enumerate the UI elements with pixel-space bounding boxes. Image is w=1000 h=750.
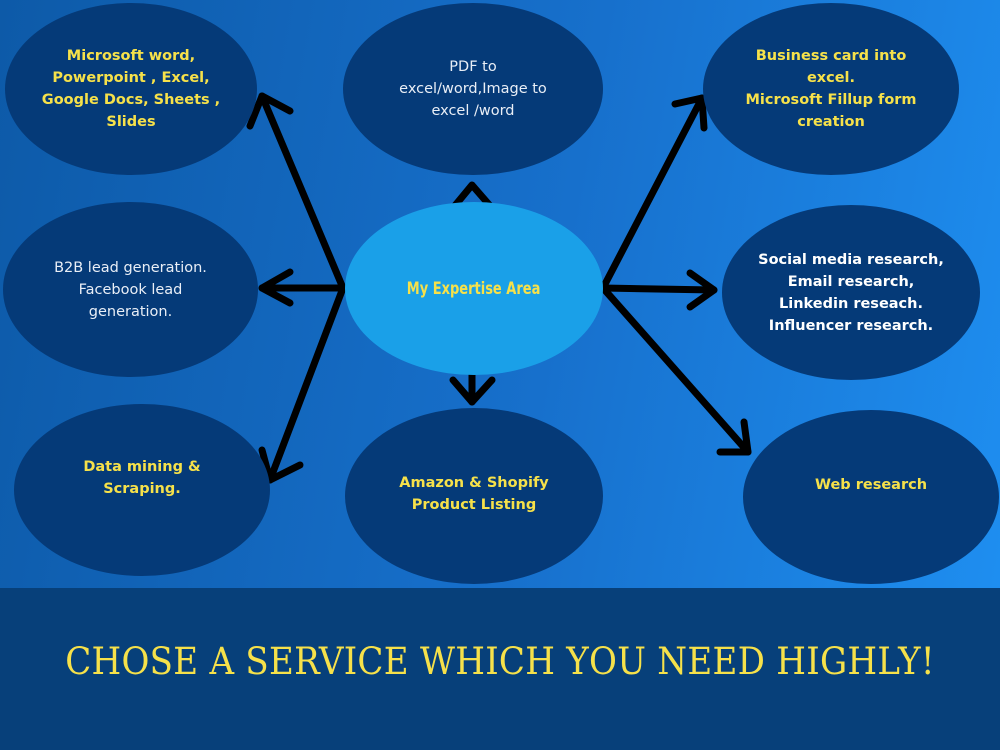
- node-office: Microsoft word, Powerpoint , Excel, Goog…: [5, 3, 257, 175]
- footer-banner: [0, 588, 1000, 750]
- node-b2b-label: B2B lead generation. Facebook lead gener…: [54, 259, 207, 320]
- node-amazon: Amazon & Shopify Product Listing: [345, 408, 603, 584]
- node-b2b: B2B lead generation. Facebook lead gener…: [3, 202, 258, 377]
- center-node-label: My Expertise Area: [407, 278, 541, 299]
- arrow-to-office: [246, 92, 347, 292]
- center-node: My Expertise Area: [345, 202, 603, 375]
- node-amazon-label: Amazon & Shopify Product Listing: [399, 475, 549, 513]
- tagline: CHOSE A SERVICE WHICH YOU NEED HIGHLY!: [65, 640, 935, 683]
- node-data-mining-label: Data mining & Scraping.: [83, 459, 201, 497]
- arrow-to-b2b: [258, 268, 347, 307]
- node-social-label: Social media research, Email research, L…: [758, 251, 944, 334]
- arrow-to-data-mining: [258, 284, 347, 484]
- arrow-to-social: [599, 269, 718, 311]
- node-web: Web research: [743, 410, 999, 584]
- node-business-card: Business card into excel. Microsoft Fill…: [703, 3, 959, 175]
- node-data-mining: Data mining & Scraping.: [14, 404, 270, 576]
- node-business-card-label: Business card into excel. Microsoft Fill…: [745, 48, 917, 130]
- node-pdf-label: PDF to excel/word,Image to excel /word: [399, 59, 547, 119]
- node-office-label: Microsoft word, Powerpoint , Excel, Goog…: [41, 48, 221, 130]
- node-social: Social media research, Email research, L…: [722, 205, 980, 380]
- arrow-to-amazon: [449, 371, 496, 406]
- node-web-label: Web research: [814, 477, 928, 493]
- diagram-canvas: Microsoft word, Powerpoint , Excel, Goog…: [0, 0, 1000, 588]
- arrow-to-business-card: [599, 94, 708, 292]
- node-pdf: PDF to excel/word,Image to excel /word: [343, 3, 603, 175]
